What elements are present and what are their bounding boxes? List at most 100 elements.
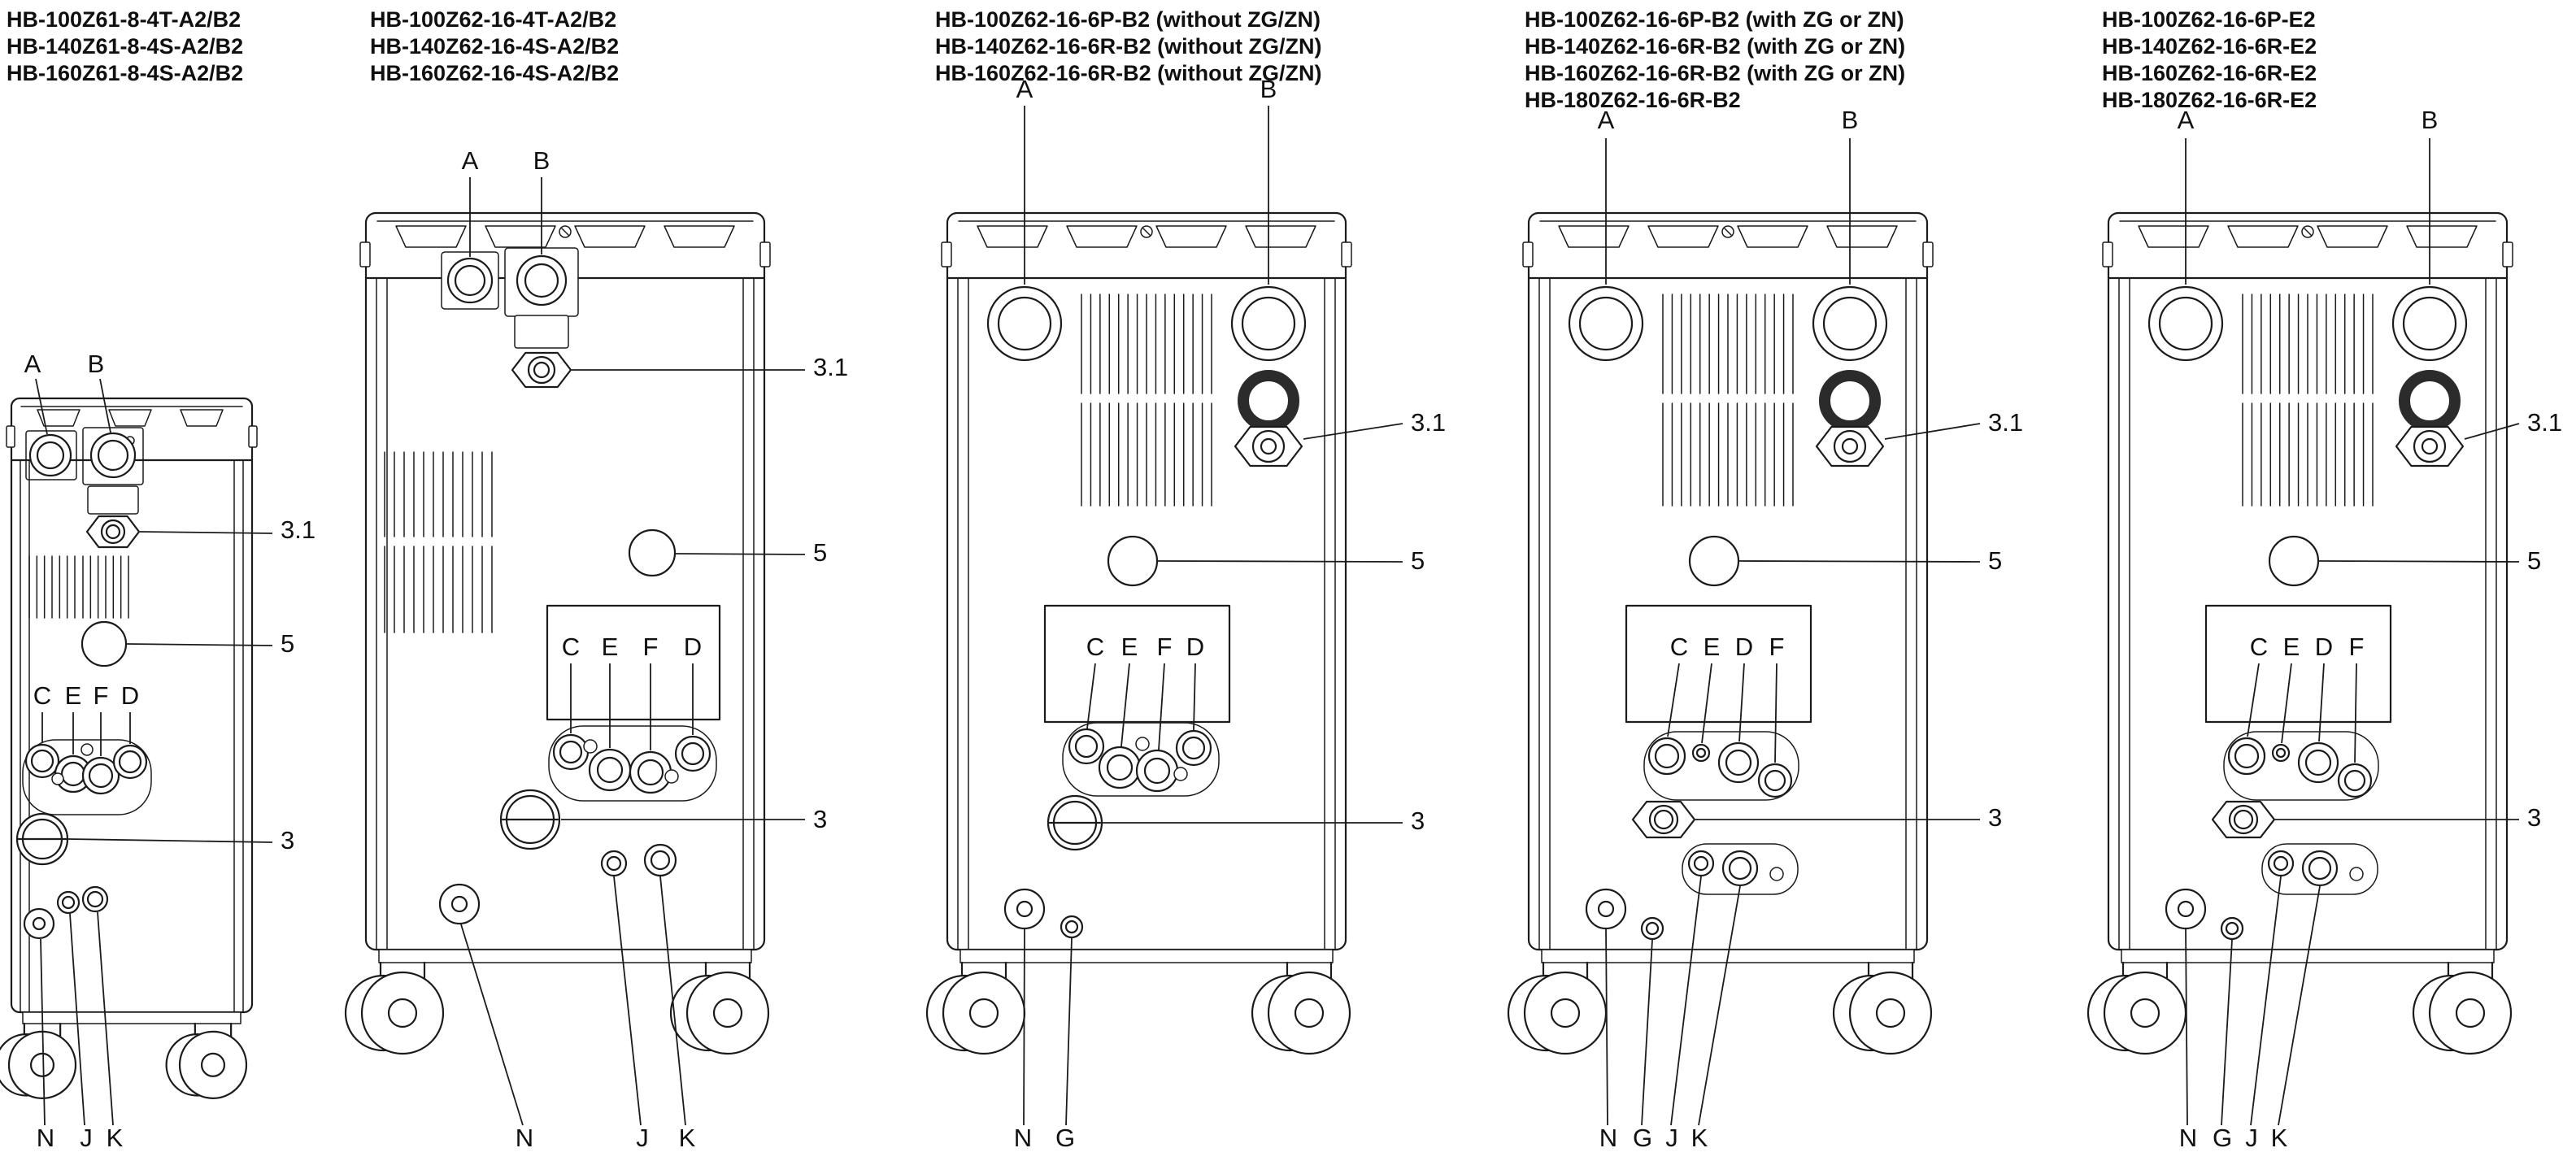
caster-wheel bbox=[2086, 961, 2187, 1055]
handle-slot bbox=[1066, 225, 1138, 248]
handle-slot bbox=[2227, 225, 2299, 248]
leader-line bbox=[1065, 937, 1073, 1126]
hole-5 bbox=[628, 528, 677, 577]
model-number: HB-140Z61-8-4S-A2/B2 bbox=[7, 34, 244, 59]
callout-label: D bbox=[2315, 633, 2333, 661]
leader-line bbox=[2354, 663, 2357, 763]
callout-label: 5 bbox=[813, 538, 827, 567]
handle-slot bbox=[2406, 225, 2478, 248]
hole-n bbox=[438, 883, 481, 925]
vent-slats bbox=[1662, 402, 1794, 507]
callout-label: C bbox=[1670, 633, 1688, 661]
model-number: HB-140Z62-16-4S-A2/B2 bbox=[370, 34, 620, 59]
leader-line bbox=[2281, 663, 2292, 744]
machine-rear-view-2 bbox=[344, 211, 771, 1055]
callout-letter-box bbox=[1625, 604, 1812, 724]
model-list-panel-3: HB-100Z62-16-6P-B2 (without ZG/ZN) HB-14… bbox=[935, 7, 1322, 87]
callout-label: 3.1 bbox=[1988, 408, 2023, 437]
machine-rear-view-3 bbox=[925, 211, 1352, 1055]
base-plate bbox=[959, 949, 1334, 963]
callout-label: F bbox=[2349, 633, 2365, 661]
vent-slats bbox=[1081, 402, 1212, 507]
leader-line bbox=[40, 938, 46, 1126]
handle-slot bbox=[37, 409, 80, 427]
callout-label: C bbox=[33, 681, 51, 710]
socket-c bbox=[2227, 737, 2266, 776]
caster-wheel bbox=[165, 1022, 248, 1099]
leader-line bbox=[1193, 663, 1196, 731]
hole-n bbox=[23, 907, 55, 940]
leader-line bbox=[35, 378, 48, 435]
callout-label: 5 bbox=[281, 629, 294, 658]
hole-5 bbox=[80, 620, 128, 667]
side-tab bbox=[6, 425, 15, 448]
callout-label: C bbox=[2250, 633, 2268, 661]
hole-n bbox=[1585, 888, 1627, 930]
callout-label: A bbox=[1598, 106, 1615, 134]
callout-label: B bbox=[2422, 106, 2439, 134]
hole-k bbox=[2301, 850, 2339, 887]
callout-label: K bbox=[2271, 1124, 2288, 1152]
socket-f bbox=[2337, 763, 2373, 798]
leader-line bbox=[126, 643, 273, 646]
vent-slats bbox=[384, 546, 493, 633]
hole-k bbox=[1721, 850, 1759, 887]
hole-j bbox=[2267, 850, 2295, 877]
model-number: HB-180Z62-16-6R-E2 bbox=[2102, 88, 2317, 112]
side-tab bbox=[1341, 241, 1352, 267]
leader-line bbox=[2318, 663, 2325, 742]
callout-label: E bbox=[1121, 633, 1138, 661]
machine-rear-view-5 bbox=[2086, 211, 2513, 1055]
callout-label: A bbox=[2178, 106, 2195, 134]
callout-label: C bbox=[1086, 633, 1104, 661]
callout-label: 3 bbox=[1411, 807, 1425, 835]
hole-k bbox=[81, 885, 109, 913]
model-number: HB-100Z62-16-6P-B2 (with ZG or ZN) bbox=[1525, 7, 1904, 32]
side-tab bbox=[2502, 241, 2513, 267]
caster-wheel bbox=[2412, 961, 2513, 1055]
side-tab bbox=[2102, 241, 2113, 267]
side-tab bbox=[248, 425, 258, 448]
caster-wheel bbox=[1251, 961, 1351, 1055]
handle-slot bbox=[108, 409, 152, 427]
handle-slot bbox=[1245, 225, 1316, 248]
socket-cluster-outline bbox=[2223, 731, 2379, 801]
hole-k bbox=[643, 843, 677, 877]
callout-label: A bbox=[24, 350, 41, 378]
vent-slats bbox=[82, 555, 129, 619]
leader-line bbox=[2250, 876, 2282, 1126]
leader-line bbox=[1120, 663, 1130, 747]
caster-wheel bbox=[0, 1022, 77, 1099]
connector-b bbox=[516, 254, 568, 307]
hole-n bbox=[2165, 888, 2207, 930]
callout-label: F bbox=[643, 633, 659, 661]
callout-label: D bbox=[121, 681, 139, 710]
socket-f bbox=[1135, 749, 1179, 793]
callout-label: 3.1 bbox=[813, 353, 848, 381]
model-number: HB-140Z62-16-6R-E2 bbox=[2102, 34, 2317, 59]
socket-c bbox=[1647, 737, 1686, 776]
leader-line bbox=[1157, 560, 1403, 563]
callout-label: N bbox=[37, 1124, 54, 1152]
socket-e bbox=[1691, 743, 1711, 763]
leader-line bbox=[1158, 663, 1165, 750]
socket-d bbox=[1175, 729, 1212, 767]
socket-c bbox=[552, 733, 590, 771]
callout-label: 3.1 bbox=[1411, 408, 1446, 437]
callout-label: 5 bbox=[1411, 546, 1425, 575]
callout-label: 3 bbox=[813, 805, 827, 833]
socket-f bbox=[629, 750, 672, 794]
handle-slot bbox=[2138, 225, 2209, 248]
model-number: HB-160Z62-16-6R-B2 (with ZG or ZN) bbox=[1525, 61, 1906, 85]
handle-slot bbox=[395, 225, 467, 248]
model-list-panel-4: HB-100Z62-16-6P-B2 (with ZG or ZN) HB-14… bbox=[1525, 7, 1905, 114]
handle-slot bbox=[977, 225, 1048, 248]
callout-label: D bbox=[1186, 633, 1204, 661]
caster-wheel bbox=[1832, 961, 1933, 1055]
caster-wheel bbox=[669, 961, 770, 1055]
handle-slot bbox=[1737, 225, 1808, 248]
